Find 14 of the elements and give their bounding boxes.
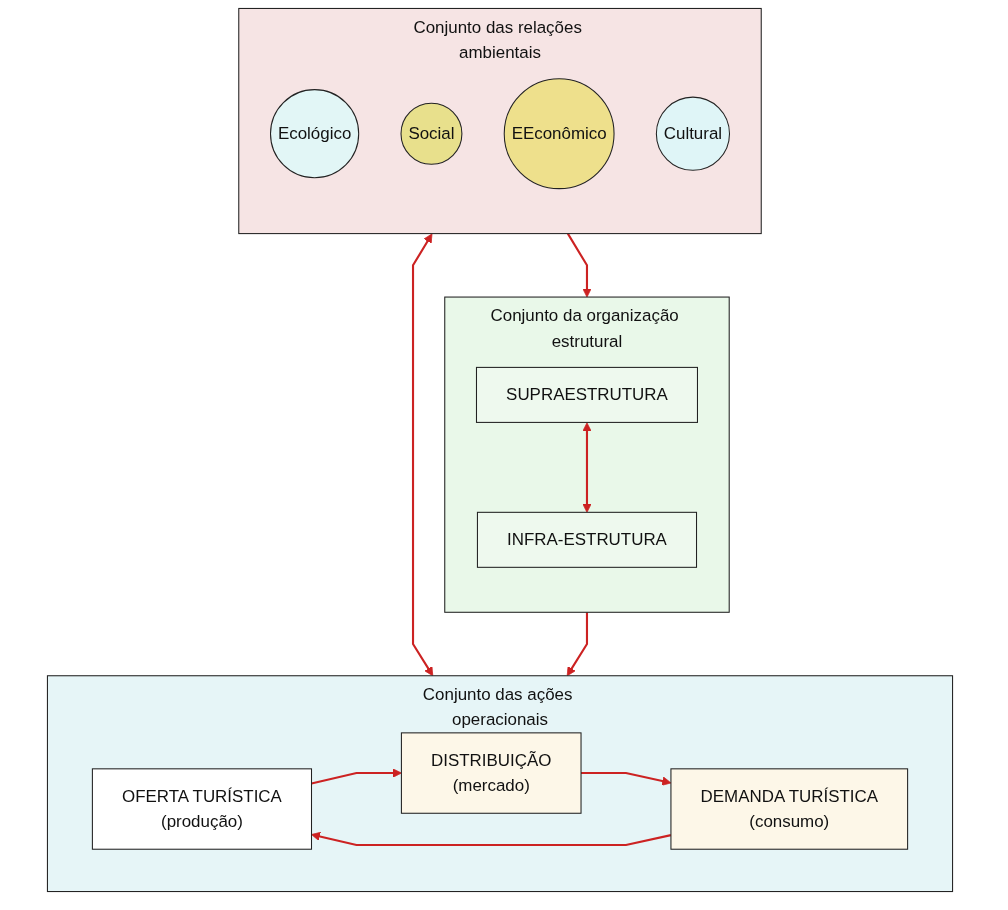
node-box: DEMANDA TURÍSTICA (consumo) [670,768,909,850]
arrow [566,233,592,298]
node-circle: Cultural [655,96,731,171]
node-circle: EEconômico [503,78,615,190]
node-circle: Ecológico [269,89,360,179]
arrow [582,422,592,513]
arrow [311,768,402,785]
node-box: OFERTA TURÍSTICA (produção) [91,768,313,850]
arrow [411,233,434,677]
node-box: INFRA-ESTRUTURA [476,511,698,568]
node-box: SUPRAESTRUTURA [475,366,698,423]
node-box: DISTRIBUIÇÃO (mercado) [400,732,582,814]
node-circle: Social [400,102,463,165]
arrow [566,612,589,677]
